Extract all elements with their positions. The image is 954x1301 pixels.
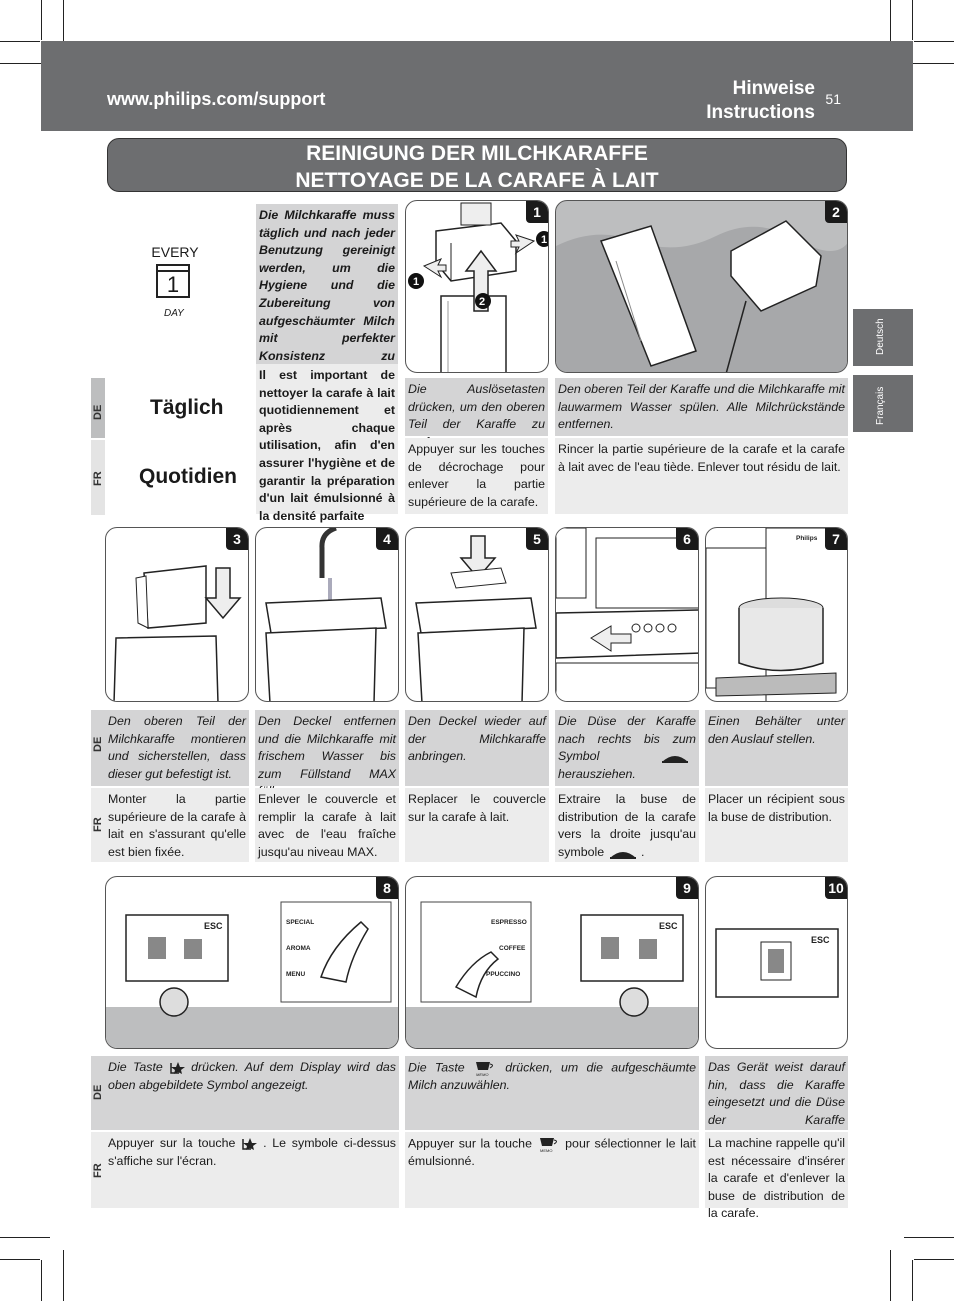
special-button[interactable]: SPECIAL: [286, 919, 314, 926]
intro-de: Die Milchkaraffe muss täglich und nach j…: [256, 204, 398, 380]
aroma-button[interactable]: AROMA: [286, 945, 311, 952]
step-8-fr: Appuyer sur la touche . Le symbole ci-de…: [105, 1132, 399, 1208]
control-panel-special-drawing: ESC SPECIAL AROMA MENU: [106, 901, 398, 1048]
step-5-fr: Replacer le couvercle sur la carafe à la…: [405, 788, 549, 862]
callout-one-right: 1: [541, 234, 547, 246]
nozzle-symbol-icon: [662, 755, 688, 763]
step-3-de: Den oberen Teil der Milchkaraffe montier…: [105, 710, 249, 786]
special-button-icon: [170, 1061, 186, 1074]
display-esc-label: ESC: [811, 935, 830, 945]
step-number: 5: [526, 528, 548, 550]
milk-memo-button-icon: MEMO: [539, 1138, 557, 1153]
rinse-drawing: [556, 220, 847, 372]
step-9-fr: Appuyer sur la touche MEMO pour sélectio…: [405, 1132, 699, 1208]
step-7-de: Einen Behälter unter den Auslauf stellen…: [705, 710, 848, 786]
display-reminder-drawing: ESC: [715, 928, 839, 998]
fill-water-drawing: [265, 528, 387, 701]
cappuccino-button[interactable]: PPUCCINO: [486, 971, 520, 978]
illustration-step-4: 4: [255, 527, 399, 702]
page-header: www.philips.com/support Hinweise Instruc…: [41, 41, 913, 131]
header-title-fr: Instructions: [706, 102, 815, 123]
illustration-step-10: 10 ESC: [705, 876, 848, 1049]
step-number: 10: [825, 877, 847, 899]
step-9-de: Die Taste MEMO drücken, um die aufgeschä…: [405, 1056, 699, 1130]
step-4-de: Den Deckel entfernen und die Milchkaraff…: [255, 710, 399, 798]
step-5-de: Den Deckel wieder auf der Milchkaraffe a…: [405, 710, 549, 786]
illustration-step-6: 6: [555, 527, 699, 702]
step-number: 6: [676, 528, 698, 550]
step-6-de: Die Düse der Karaffe nach rechts bis zum…: [555, 710, 699, 786]
illustration-step-2: 2: [555, 200, 848, 373]
svg-text:MEMO: MEMO: [540, 1148, 552, 1153]
pull-nozzle-drawing: [556, 528, 698, 701]
section-title-fr: NETTOYAGE DE LA CARAFE À LAIT: [295, 169, 659, 192]
svg-text:MEMO: MEMO: [476, 1072, 488, 1077]
lang-band-de: [91, 378, 105, 438]
page-number: 51: [825, 91, 841, 107]
step-2-de: Den oberen Teil der Karaffe und die Milc…: [555, 378, 848, 436]
step-2-fr: Rincer la partie supérieure de la carafe…: [555, 438, 848, 514]
illustration-step-9: 9 ESPRESSO COFFEE PPUCCINO ESC: [405, 876, 699, 1049]
assemble-drawing: [113, 565, 242, 701]
step-8-de: Die Taste drücken. Auf dem Display wird …: [105, 1056, 399, 1130]
side-tab-deutsch[interactable]: Deutsch: [853, 309, 913, 366]
display-esc-label: ESC: [659, 921, 678, 931]
menu-button[interactable]: MENU: [286, 971, 305, 978]
container-drawing: Philips: [706, 528, 847, 701]
lang-band-fr: [91, 440, 105, 515]
step-number: 1: [526, 201, 548, 223]
illustration-step-7: 7 Philips: [705, 527, 848, 702]
lang-band-fr-row3: [91, 1132, 105, 1208]
illustration-step-5: 5: [405, 527, 549, 702]
step-10-fr: La machine rappelle qu'il est nécessaire…: [705, 1132, 848, 1220]
step-number: 8: [376, 877, 398, 899]
illustration-step-1: 1 1 1 2: [405, 200, 549, 373]
illustration-step-3: 3: [105, 527, 249, 702]
control-panel-milk-drawing: ESPRESSO COFFEE PPUCCINO ESC: [406, 901, 698, 1048]
step-1-de: Die Auslösetasten drücken, um den oberen…: [405, 378, 548, 449]
milk-memo-button-icon: MEMO: [475, 1062, 493, 1077]
brand-logo: Philips: [796, 535, 818, 542]
step-number: 3: [226, 528, 248, 550]
section-title-de: REINIGUNG DER MILCHKARAFFE: [306, 142, 648, 165]
lang-band-de-row3: [91, 1056, 105, 1130]
calendar-icon: EVERY 1 DAY: [151, 244, 199, 319]
side-tab-francais[interactable]: Français: [853, 375, 913, 432]
step-number: 9: [676, 877, 698, 899]
header-title-de: Hinweise: [732, 78, 815, 99]
illustration-step-8: 8 ESC SPECIAL AROMA MENU: [105, 876, 399, 1049]
special-button-icon: [242, 1137, 258, 1150]
carafe-release-drawing: 1 1 2: [408, 202, 548, 372]
step-1-fr: Appuyer sur les touches de décrochage po…: [405, 438, 548, 514]
support-url[interactable]: www.philips.com/support: [107, 89, 326, 109]
step-7-fr: Placer un récipient sous la buse de dist…: [705, 788, 848, 862]
coffee-button[interactable]: COFFEE: [499, 945, 526, 952]
step-10-de: Das Gerät weist darauf hin, dass die Kar…: [705, 1056, 848, 1162]
display-esc-label: ESC: [204, 921, 223, 931]
lang-band-fr-row2: [91, 788, 105, 862]
step-number: 4: [376, 528, 398, 550]
header-titles: Hinweise Instructions: [706, 77, 815, 125]
frequency-de: Täglich: [150, 396, 224, 419]
callout-two: 2: [479, 296, 485, 308]
intro-fr: Il est important de nettoyer la carafe à…: [256, 364, 398, 523]
step-4-fr: Enlever le couvercle et remplir la caraf…: [255, 788, 399, 862]
nozzle-symbol-icon: [609, 851, 636, 859]
frequency-fr: Quotidien: [139, 465, 237, 488]
callout-one-left: 1: [413, 276, 419, 288]
step-6-fr: Extraire la buse de distribution de la c…: [555, 788, 699, 862]
replace-lid-drawing: [415, 535, 537, 701]
step-number: 2: [825, 201, 847, 223]
step-3-fr: Monter la partie supérieure de la carafe…: [105, 788, 249, 862]
step-number: 7: [825, 528, 847, 550]
section-title: REINIGUNG DER MILCHKARAFFE NETTOYAGE DE …: [107, 138, 847, 192]
espresso-button[interactable]: ESPRESSO: [491, 919, 527, 926]
lang-band-de-row2: [91, 710, 105, 786]
